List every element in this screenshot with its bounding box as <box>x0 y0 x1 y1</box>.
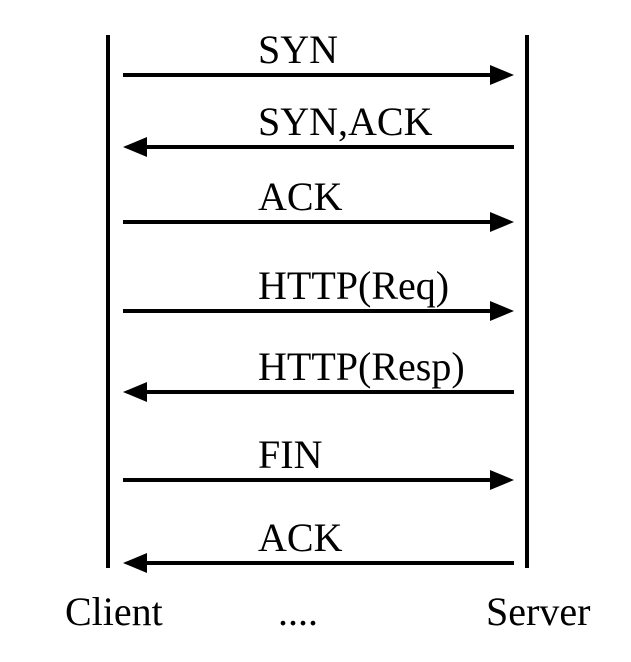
message-label: FIN <box>258 432 322 477</box>
message-5: FIN <box>123 432 514 490</box>
message-0: SYN <box>123 27 514 85</box>
arrowhead-icon <box>490 301 514 321</box>
message-label: ACK <box>258 174 343 219</box>
message-1: SYN,ACK <box>123 99 514 157</box>
arrowhead-icon <box>123 382 147 402</box>
ellipsis-label: .... <box>278 589 318 634</box>
message-3: HTTP(Req) <box>123 263 514 321</box>
message-label: ACK <box>258 515 343 560</box>
arrowhead-icon <box>490 470 514 490</box>
arrowhead-icon <box>123 137 147 157</box>
message-label: SYN,ACK <box>258 99 433 144</box>
client-label: Client <box>65 589 163 634</box>
message-list: SYN SYN,ACK ACK HTTP(Req) HTTP(Resp) FIN ACK <box>123 27 514 573</box>
message-4: HTTP(Resp) <box>123 344 514 402</box>
arrowhead-icon <box>490 65 514 85</box>
server-label: Server <box>486 589 590 634</box>
message-label: SYN <box>258 27 338 72</box>
message-6: ACK <box>123 515 514 573</box>
message-label: HTTP(Resp) <box>258 344 465 389</box>
arrowhead-icon <box>490 212 514 232</box>
arrowhead-icon <box>123 553 147 573</box>
message-label: HTTP(Req) <box>258 263 449 308</box>
message-2: ACK <box>123 174 514 232</box>
